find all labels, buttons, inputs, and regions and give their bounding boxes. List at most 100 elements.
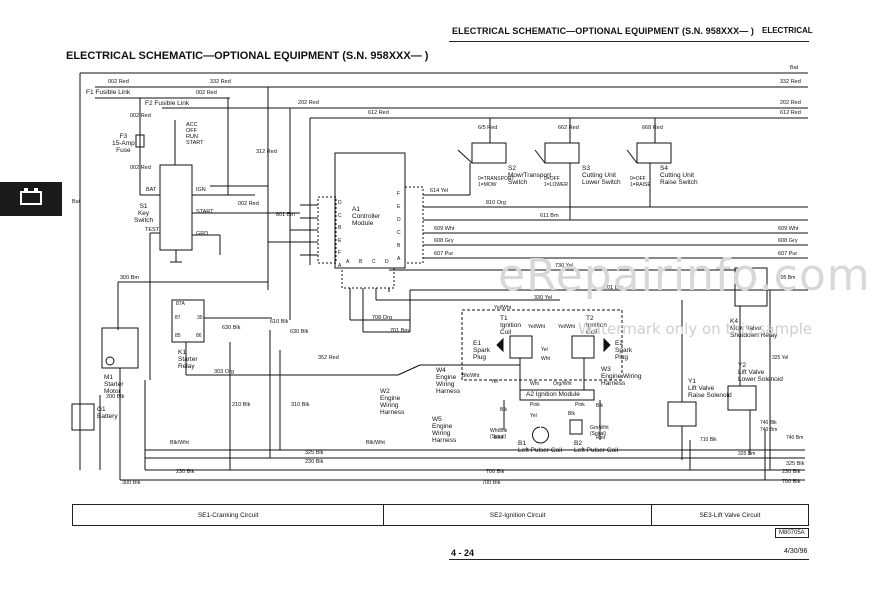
wire-key-002: 002 Red [238, 201, 259, 207]
wire-303: 303 Org [214, 369, 234, 375]
controller-module-box [268, 152, 808, 333]
ign-w8: Org/Wht [553, 381, 572, 387]
a1-bottom-pin: A [346, 259, 350, 265]
lift-w1: 710 Blk [700, 437, 717, 443]
ground-lines [120, 330, 805, 481]
a1-left-pin: E [338, 237, 342, 244]
wire-202-left: 202 Red [298, 100, 319, 106]
a1-bottom-pin: B [359, 259, 363, 265]
a1-left-pin: B [338, 225, 342, 231]
a1-left-pin: F [338, 250, 342, 256]
circuit-se2: SE2-Ignition Circuit [384, 505, 652, 525]
wire-700-b: 700 Blk [486, 469, 505, 475]
wire-bat-left: Bat [72, 199, 81, 205]
ign-w19: (Spiral) [590, 431, 607, 437]
switches [457, 118, 672, 220]
a2-label: A2 Ignition Module [526, 391, 580, 398]
key-bat: BAT [146, 187, 157, 193]
wire-300-blk: 300 Blk [122, 480, 141, 486]
wire-325-a: 325 Blk [305, 450, 324, 456]
a1-right-pin: D [397, 217, 401, 223]
battery-icon [20, 188, 42, 205]
starter-circuit [71, 281, 398, 480]
key-grd: GRD [196, 231, 209, 237]
a1-right-pin: C [397, 230, 401, 236]
ign-w10: Pink [530, 402, 540, 408]
relay-86: 86 [196, 333, 202, 339]
circuit-legend: SE1-Cranking Circuit SE2-Ignition Circui… [72, 504, 809, 526]
lift-w3: 325 Yel [772, 355, 789, 361]
a1-right-pin: B [397, 243, 401, 249]
a1-left-pin: C [338, 212, 342, 219]
ign-w11: Pink [575, 402, 585, 408]
wire-611: 611 Bm [540, 213, 559, 219]
watermark: eRepairinfo.com [498, 250, 871, 301]
ign-w18: Grn/Wht [590, 425, 609, 431]
wire-607-b: 607 Pur [778, 251, 798, 257]
relay-87a: 87A [176, 301, 185, 307]
wire-810: 810 Org [486, 200, 506, 206]
wire-701-b: 701 Bm [604, 285, 623, 291]
wire-6-5: 6/5 Red [478, 125, 498, 131]
wire-668: 668 Red [642, 125, 663, 131]
wire-002-b: 002 Red [196, 90, 217, 96]
wire-352: 352 Red [318, 355, 339, 361]
key-switch-circuit [135, 98, 300, 380]
key-ign: IGN [196, 187, 206, 193]
wire-662: 662 Red [558, 125, 579, 131]
wire-blkwht-b: Blk/Wht [366, 440, 385, 446]
footer-rule [449, 559, 809, 560]
wire-608-b: 608 Gry [778, 238, 798, 244]
wire-230-a: 230 Blk [305, 459, 324, 465]
wire-key-801: 801 Bm [276, 212, 295, 218]
ignition-circuit [397, 309, 623, 444]
wire-f3-a: 002 Red [130, 113, 151, 119]
circuit-se3: SE3-Lift Valve Circuit [699, 511, 761, 519]
figure-code: M80705A [775, 528, 809, 538]
relay-87: 87 [175, 315, 181, 321]
wire-202-right: 202 Red [780, 100, 801, 106]
wire-730: 730 Yel [555, 263, 574, 269]
ign-w3: Yel/Wht [558, 324, 576, 330]
ign-w4: Yel [541, 347, 548, 353]
wire-608-a: 608 Gry [434, 238, 454, 244]
running-header-section: ELECTRICAL [762, 26, 813, 35]
ign-w21: Blk [596, 403, 603, 409]
f1-label: F1 Fusible Link [86, 89, 131, 96]
wire-002-a: 002 Red [108, 79, 129, 85]
ign-w7: Wht [541, 356, 550, 362]
key-start: START [196, 209, 214, 215]
ign-w15: Red [596, 435, 606, 441]
wire-325-b: 325 Blk [786, 461, 805, 467]
running-header-title: ELECTRICAL SCHEMATIC—OPTIONAL EQUIPMENT … [452, 26, 755, 36]
wire-300-bm: 300 Bm [120, 275, 139, 281]
ign-w17: (Spiral) [490, 434, 507, 440]
ign-w14: Red [494, 435, 504, 441]
wire-330: 330 Yel [534, 295, 553, 301]
wire-200-blk: 200 Blk [106, 394, 125, 400]
lift-w2: 740 Bm [760, 427, 778, 433]
a1-bottom-pin: C [372, 259, 376, 265]
wire-630-blk-b: 630 Blk [290, 329, 309, 335]
wire-332-right: 332 Red [780, 79, 801, 85]
header-rule [449, 41, 809, 42]
page-date: 4/30/96 [784, 548, 808, 555]
f2-label: F2 Fusible Link [145, 100, 190, 107]
